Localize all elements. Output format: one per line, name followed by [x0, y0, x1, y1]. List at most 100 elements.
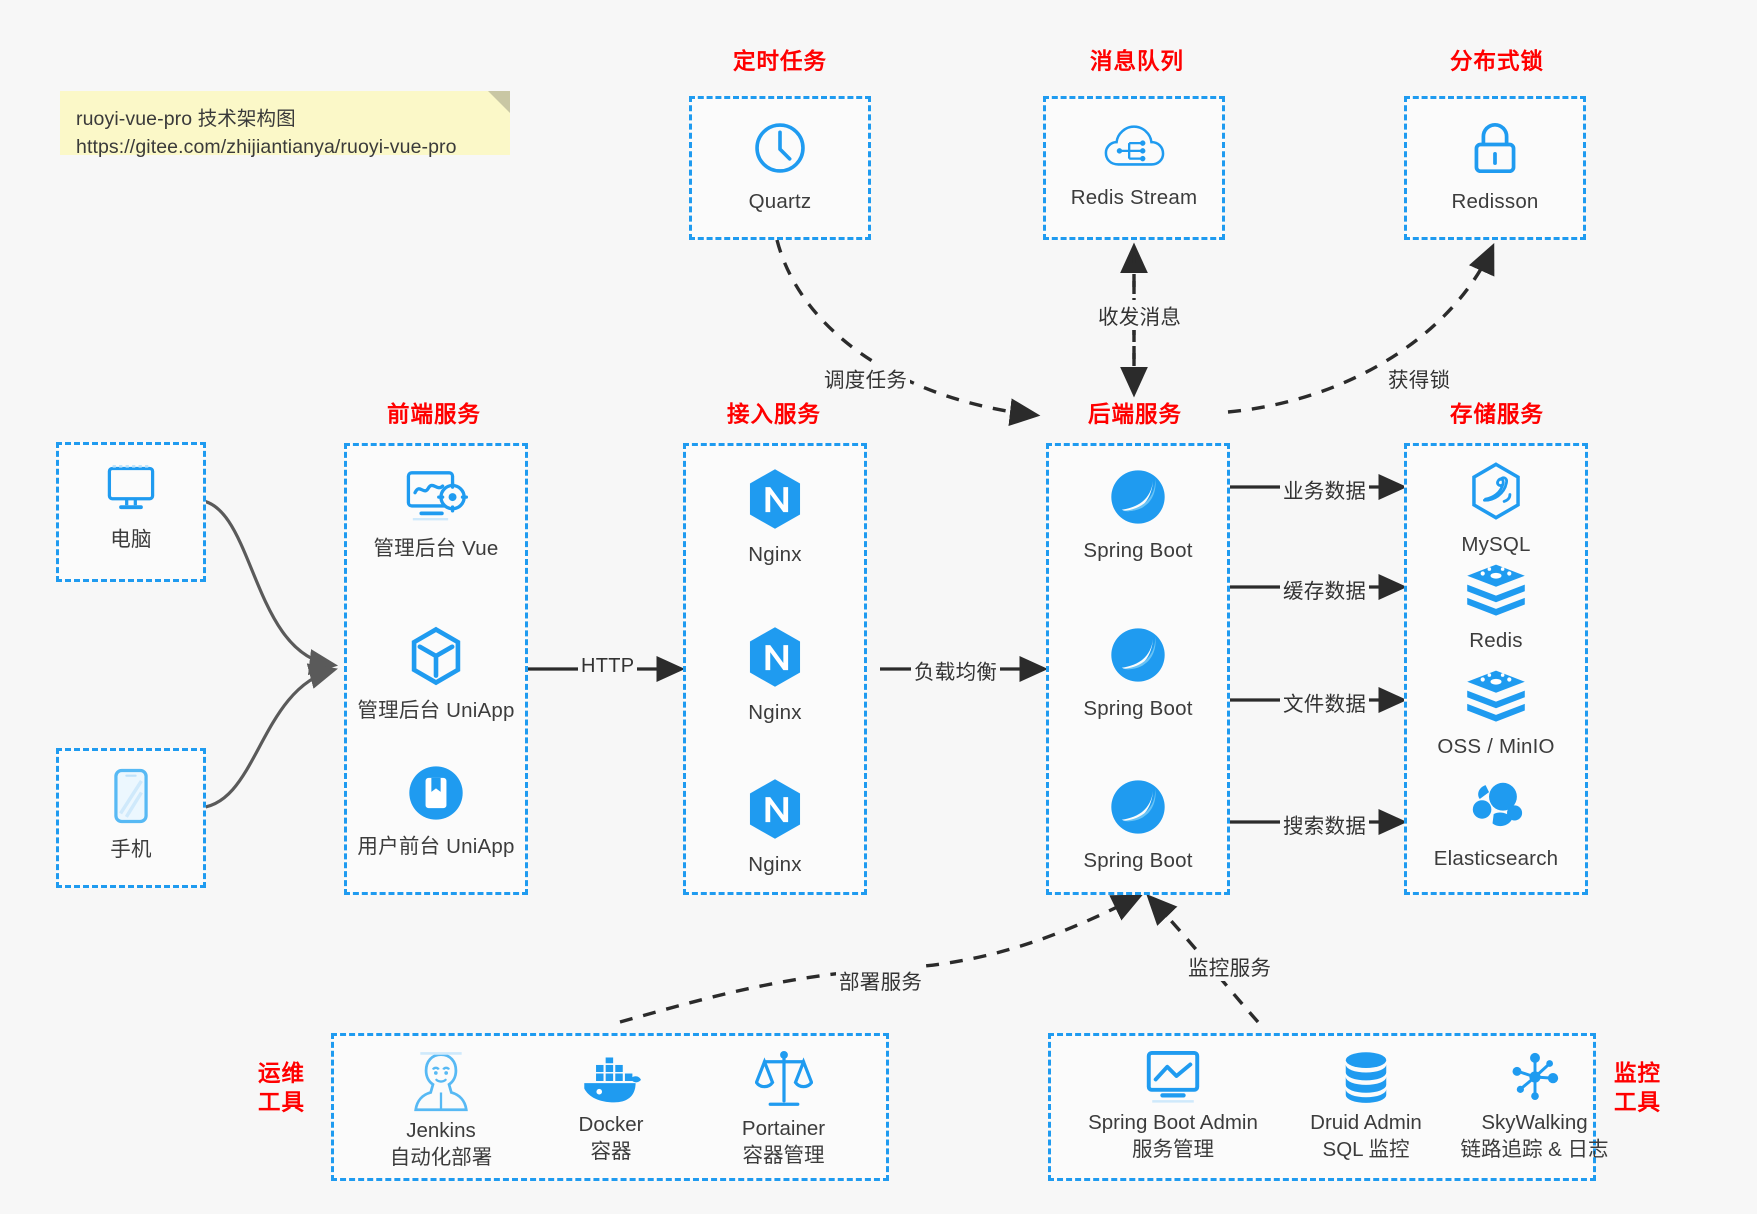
group-title-devops: 运维 工具 — [258, 1060, 305, 1118]
node-oss-minio[interactable]: OSS / MinIO — [1407, 668, 1585, 761]
node-admin-vue[interactable]: 管理后台 Vue — [347, 468, 525, 563]
node-nginx-1[interactable]: Nginx — [686, 468, 864, 569]
spring-boot-leaf-icon — [1049, 778, 1227, 841]
group-title-access: 接入服务 — [727, 402, 822, 427]
nginx-icon — [686, 468, 864, 535]
note-line-url: https://gitee.com/zhijiantianya/ruoyi-vu… — [76, 136, 457, 159]
app-circle-icon — [347, 764, 525, 827]
node-redis-stream[interactable]: Redis Stream — [1046, 121, 1222, 212]
dashboard-settings-icon — [347, 468, 525, 529]
node-label: 用户前台 UniApp — [357, 835, 515, 858]
node-admin-uniapp[interactable]: 管理后台 UniApp — [347, 626, 525, 725]
group-box-message-queue[interactable]: Redis Stream — [1043, 96, 1225, 240]
edge-label-acquire-lock: 获得锁 — [1385, 363, 1454, 393]
edge-label-http: HTTP — [578, 655, 638, 678]
node-nginx-3[interactable]: Nginx — [686, 778, 864, 879]
edge-label-schedule-task: 调度任务 — [821, 363, 911, 393]
group-title-message-queue: 消息队列 — [1090, 49, 1185, 74]
node-label: MySQL — [1461, 533, 1531, 556]
edge-label-send-receive-message: 收发消息 — [1095, 300, 1185, 330]
note-line-title: ruoyi-vue-pro 技术架构图 — [76, 108, 296, 130]
nginx-icon — [686, 626, 864, 693]
node-spring-boot-2[interactable]: Spring Boot — [1049, 626, 1227, 723]
node-desc: 服务管理 — [1132, 1138, 1214, 1162]
edge-label-deploy-service: 部署服务 — [836, 965, 926, 995]
node-spring-boot-admin[interactable]: Spring Boot Admin 服务管理 — [1065, 1048, 1281, 1164]
group-box-distributed-lock[interactable]: Redisson — [1404, 96, 1586, 240]
group-box-frontend-service[interactable]: 管理后台 Vue 管理后台 UniApp 用户前台 UniApp — [344, 443, 528, 895]
note-fold-icon — [488, 91, 510, 113]
group-title-distributed-lock: 分布式锁 — [1450, 49, 1545, 74]
node-jenkins[interactable]: Jenkins 自动化部署 — [356, 1050, 526, 1172]
edge-label-monitor-service: 监控服务 — [1185, 951, 1275, 981]
client-box-mobile[interactable]: 手机 — [56, 748, 206, 888]
node-nginx-2[interactable]: Nginx — [686, 626, 864, 727]
node-desc: 容器管理 — [742, 1144, 825, 1168]
group-title-monitor-line1: 监控 — [1614, 1061, 1662, 1086]
group-title-devops-line1: 运维 — [258, 1061, 306, 1086]
node-name: Druid Admin — [1310, 1111, 1422, 1134]
node-mobile[interactable]: 手机 — [59, 767, 203, 864]
group-box-backend-service[interactable]: Spring Boot Spring Boot Spring Boot — [1046, 443, 1230, 895]
node-redisson[interactable]: Redisson — [1407, 119, 1583, 216]
node-quartz[interactable]: Quartz — [692, 119, 868, 216]
node-label: Nginx — [748, 701, 802, 724]
group-box-access-service[interactable]: Nginx Nginx Nginx — [683, 443, 867, 895]
group-title-frontend: 前端服务 — [387, 402, 482, 427]
docker-whale-icon — [580, 1057, 642, 1110]
redis-stack-icon — [1407, 562, 1585, 621]
node-desktop[interactable]: 电脑 — [59, 463, 203, 554]
group-title-backend: 后端服务 — [1088, 402, 1183, 427]
node-label: Nginx — [748, 543, 802, 566]
edge-label-cache-data: 缓存数据 — [1280, 574, 1370, 604]
node-mysql[interactable]: MySQL — [1407, 462, 1585, 559]
client-box-desktop[interactable]: 电脑 — [56, 442, 206, 582]
jenkins-butler-icon — [413, 1052, 469, 1116]
node-druid-admin[interactable]: Druid Admin SQL 监控 — [1281, 1050, 1451, 1164]
info-note: ruoyi-vue-pro 技术架构图 https://gitee.com/zh… — [60, 91, 510, 158]
monitor-chart-icon — [1143, 1050, 1203, 1108]
group-box-storage-service[interactable]: MySQL Redis — [1404, 443, 1588, 895]
node-portainer[interactable]: Portainer 容器管理 — [696, 1048, 871, 1170]
node-elasticsearch[interactable]: Elasticsearch — [1407, 778, 1585, 873]
clock-icon — [692, 119, 868, 182]
node-user-uniapp[interactable]: 用户前台 UniApp — [347, 764, 525, 861]
node-skywalking[interactable]: SkyWalking 链路追踪 & 日志 — [1437, 1050, 1632, 1164]
group-box-devops-tools[interactable]: Jenkins 自动化部署 Docker 容器 — [331, 1033, 889, 1181]
object-storage-icon — [1407, 668, 1585, 727]
spring-boot-leaf-icon — [1049, 468, 1227, 531]
node-label: 管理后台 UniApp — [357, 699, 515, 722]
node-label: 电脑 — [110, 528, 152, 551]
spring-boot-leaf-icon — [1049, 626, 1227, 689]
node-label: 管理后台 Vue — [373, 537, 499, 560]
node-desc: 容器 — [590, 1140, 632, 1164]
desktop-monitor-icon — [59, 463, 203, 520]
node-label: Elasticsearch — [1433, 847, 1559, 870]
node-label: Spring Boot — [1083, 697, 1193, 720]
database-cylinder-icon — [1339, 1052, 1393, 1108]
lock-icon — [1407, 119, 1583, 182]
group-title-scheduled-task: 定时任务 — [733, 49, 828, 74]
portainer-scales-icon — [754, 1050, 813, 1114]
skywalking-nodes-icon — [1507, 1052, 1563, 1108]
node-label: Redisson — [1451, 190, 1539, 213]
edge-label-business-data: 业务数据 — [1280, 474, 1370, 504]
node-docker[interactable]: Docker 容器 — [526, 1056, 696, 1166]
edge-label-search-data: 搜索数据 — [1280, 809, 1370, 839]
node-label: Spring Boot — [1083, 849, 1193, 872]
cloud-stream-icon — [1046, 121, 1222, 178]
nginx-icon — [686, 778, 864, 845]
node-name: SkyWalking — [1481, 1111, 1588, 1134]
hexagon-cube-icon — [347, 626, 525, 691]
group-box-scheduled-task[interactable]: Quartz — [689, 96, 871, 240]
node-spring-boot-1[interactable]: Spring Boot — [1049, 468, 1227, 565]
edge-label-load-balance: 负载均衡 — [911, 655, 1001, 685]
node-spring-boot-3[interactable]: Spring Boot — [1049, 778, 1227, 875]
elasticsearch-icon — [1407, 778, 1585, 839]
node-label: Quartz — [748, 190, 812, 213]
group-box-monitor-tools[interactable]: Spring Boot Admin 服务管理 Druid Admin SQL 监… — [1048, 1033, 1609, 1181]
group-title-storage: 存储服务 — [1450, 402, 1545, 427]
node-label: Nginx — [748, 853, 802, 876]
node-redis[interactable]: Redis — [1407, 562, 1585, 655]
